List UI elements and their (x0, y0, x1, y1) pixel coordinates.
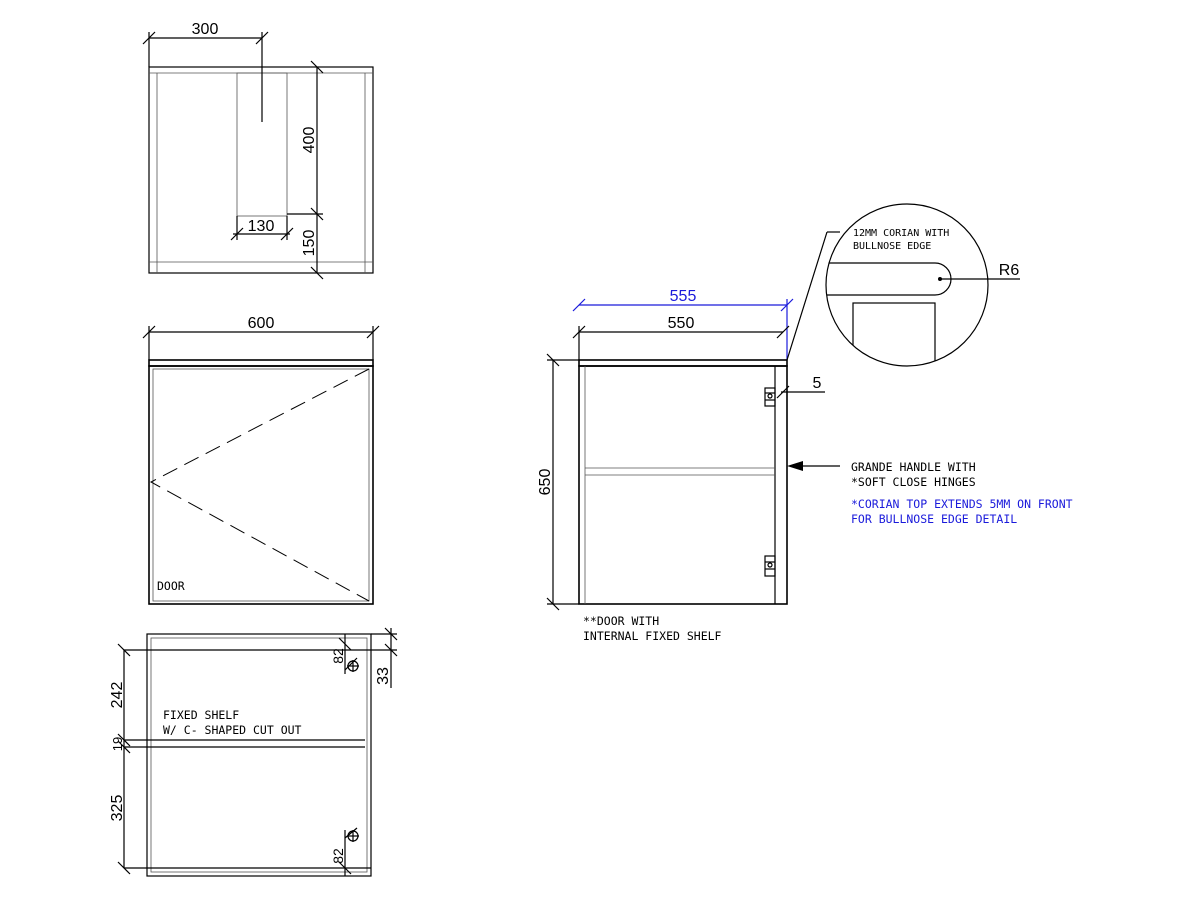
handle-note-line1: GRANDE HANDLE WITH (851, 460, 976, 474)
dim-33: 33 (371, 627, 398, 688)
detail-circle (825, 203, 989, 367)
bullnose-top-profile (826, 262, 952, 296)
dim-82-bottom-label: 82 (330, 848, 346, 864)
dim-550: 550 (572, 315, 790, 360)
front-view: 600 DOOR (142, 315, 380, 605)
shelf-note-line2: W/ C- SHAPED CUT OUT (163, 723, 302, 737)
top-view-outline (148, 66, 374, 274)
dim-150-label: 150 (301, 230, 318, 257)
radius-label: R6 (999, 262, 1020, 279)
dim-130-label: 130 (248, 218, 275, 235)
dim-242-label: 242 (109, 682, 126, 709)
detail-note-line1: 12MM CORIAN WITH (853, 228, 949, 239)
detail-leader-lower (786, 231, 828, 361)
dim-300: 300 (142, 21, 269, 122)
door-outline (148, 365, 374, 605)
dim-550-label: 550 (668, 315, 695, 332)
corian-top (148, 359, 374, 367)
dim-325-label: 325 (109, 795, 126, 822)
side-view: 555 550 650 (537, 288, 1073, 643)
shelf-note-line1: FIXED SHELF (163, 708, 239, 722)
detail-carcass (852, 302, 936, 366)
side-carcass (578, 365, 788, 605)
detail-note-line2: BULLNOSE EDGE (853, 241, 931, 252)
dim-600-label: 600 (248, 315, 275, 332)
side-hinge-bottom (764, 555, 776, 577)
top-view: 300 400 150 130 (142, 21, 374, 280)
dim-5: 5 (776, 375, 825, 399)
dim-130: 130 (230, 216, 294, 241)
door-note-line2: INTERNAL FIXED SHELF (583, 629, 722, 643)
dim-400: 400 (287, 60, 324, 221)
dim-650-label: 650 (537, 469, 554, 496)
side-hinge-top (764, 387, 776, 407)
hinge-top: 82 (330, 634, 359, 674)
dim-19-label: 19 (110, 737, 125, 751)
handle-leader (787, 461, 840, 471)
handle-note-line2: *SOFT CLOSE HINGES (851, 475, 976, 489)
dim-600: 600 (142, 315, 380, 360)
side-corian-top (578, 359, 788, 367)
bullnose-detail: R6 12MM CORIAN WITH BULLNOSE EDGE (786, 203, 1020, 367)
dim-150: 150 (301, 214, 324, 280)
cabinet-plan-outline (146, 633, 372, 877)
corian-note-line1: *CORIAN TOP EXTENDS 5MM ON FRONT (851, 497, 1073, 511)
arrow-left-icon (787, 461, 803, 471)
dim-33-label: 33 (375, 667, 392, 685)
corian-note-line2: FOR BULLNOSE EDGE DETAIL (851, 512, 1017, 526)
dim-400-label: 400 (301, 127, 318, 154)
shelf-view: 242 19 325 FIXED SHELF W/ C- SHAPED CUT … (109, 627, 398, 877)
dim-5-label: 5 (813, 375, 822, 392)
door-label: DOOR (157, 579, 185, 593)
hinge-bottom: 82 (330, 827, 359, 876)
dim-300-label: 300 (192, 21, 219, 38)
dim-555-label: 555 (670, 288, 697, 305)
door-swing-lines (149, 368, 370, 602)
door-note-line1: **DOOR WITH (583, 614, 659, 628)
dim-555: 555 (572, 288, 794, 360)
dim-650: 650 (537, 353, 579, 611)
dim-82-top-label: 82 (330, 648, 346, 664)
